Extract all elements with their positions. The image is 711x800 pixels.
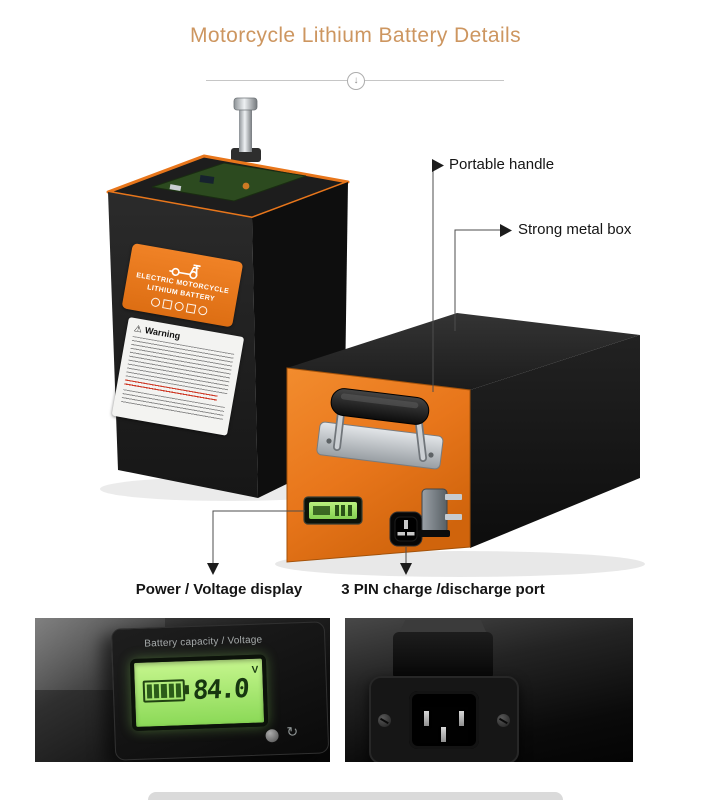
bms-pcb [151,162,307,202]
refresh-icon: ↻ [286,723,299,740]
pcb-component [242,182,250,190]
box-top-face [287,313,640,390]
terminal-base [231,148,261,162]
socket-recess [409,691,479,749]
box-side-face [470,335,640,548]
metal-box-battery [275,313,645,577]
socket-top-face [399,620,487,634]
arrowhead-right [432,159,444,172]
connector-blade [445,514,462,520]
plate-screw [428,452,434,458]
arrowhead-down [400,563,412,575]
handle-grip-highlight [340,393,419,409]
portable-handle [316,388,444,470]
terminal-post [239,106,252,152]
callout-arrowheads [207,159,512,575]
callout-lines [212,171,501,564]
display-segment [313,506,330,515]
scooter-icon [169,263,201,279]
connector-body [421,488,448,534]
port-pin [404,520,408,529]
port-closeup-photo [345,618,633,762]
handle-plate [316,421,444,470]
callout-strong-metal-box: Strong metal box [518,221,632,238]
socket-face-plate [369,676,519,762]
pcb-component [169,184,182,191]
battery-gauge-icon [142,679,186,703]
voltage-display-module: Battery capacity / Voltage 84.0 V ↻ [110,621,330,761]
voltage-display-small [303,496,363,525]
display-segment [335,505,339,516]
connector-blade [445,494,462,500]
arrowhead-right [500,224,512,237]
terminal-cap [233,97,258,111]
display-segment [348,505,352,516]
connector-base [418,530,450,537]
box-callout-line [454,229,501,331]
callout-portable-handle: Portable handle [449,156,555,173]
port-pin [397,532,405,536]
socket-pin-center [441,727,446,742]
display-button [265,728,279,743]
warning-label: ⚠ Warning [111,317,245,436]
display-closeup-photo: Battery capacity / Voltage 84.0 V ↻ [35,618,330,762]
arrowhead-down [207,563,219,575]
lcd-screen: 84.0 V [129,654,269,732]
socket-body [393,632,493,680]
next-section-hint [148,792,563,800]
socket-pin-right [459,711,464,726]
warning-triangle-icon: ⚠ [133,322,144,334]
callout-charge-port: 3 PIN charge /discharge port [341,581,545,598]
voltage-value: 84.0 [192,673,249,706]
callout-power-voltage-display: Power / Voltage display [135,581,303,598]
page-title: Motorcycle Lithium Battery Details [189,24,522,47]
scroll-down-icon: ↓ [347,72,365,90]
screw-icon [378,714,391,727]
handle-bracket-chrome [334,410,426,461]
output-connector [418,488,462,537]
plate-screw [326,438,332,444]
charge-port-small [389,511,423,547]
box-shadow [275,551,645,577]
brand-label: ELECTRIC MOTORCYCLE LITHIUM BATTERY [121,243,244,328]
display-panel-label: Battery capacity / Voltage [144,634,263,650]
socket-pin-left [424,711,429,726]
display-callout-line [212,510,305,564]
screw-icon [497,714,510,727]
port-pin [407,532,415,536]
pcb-component [199,175,215,184]
voltage-unit: V [251,664,259,676]
display-segment [341,505,345,516]
